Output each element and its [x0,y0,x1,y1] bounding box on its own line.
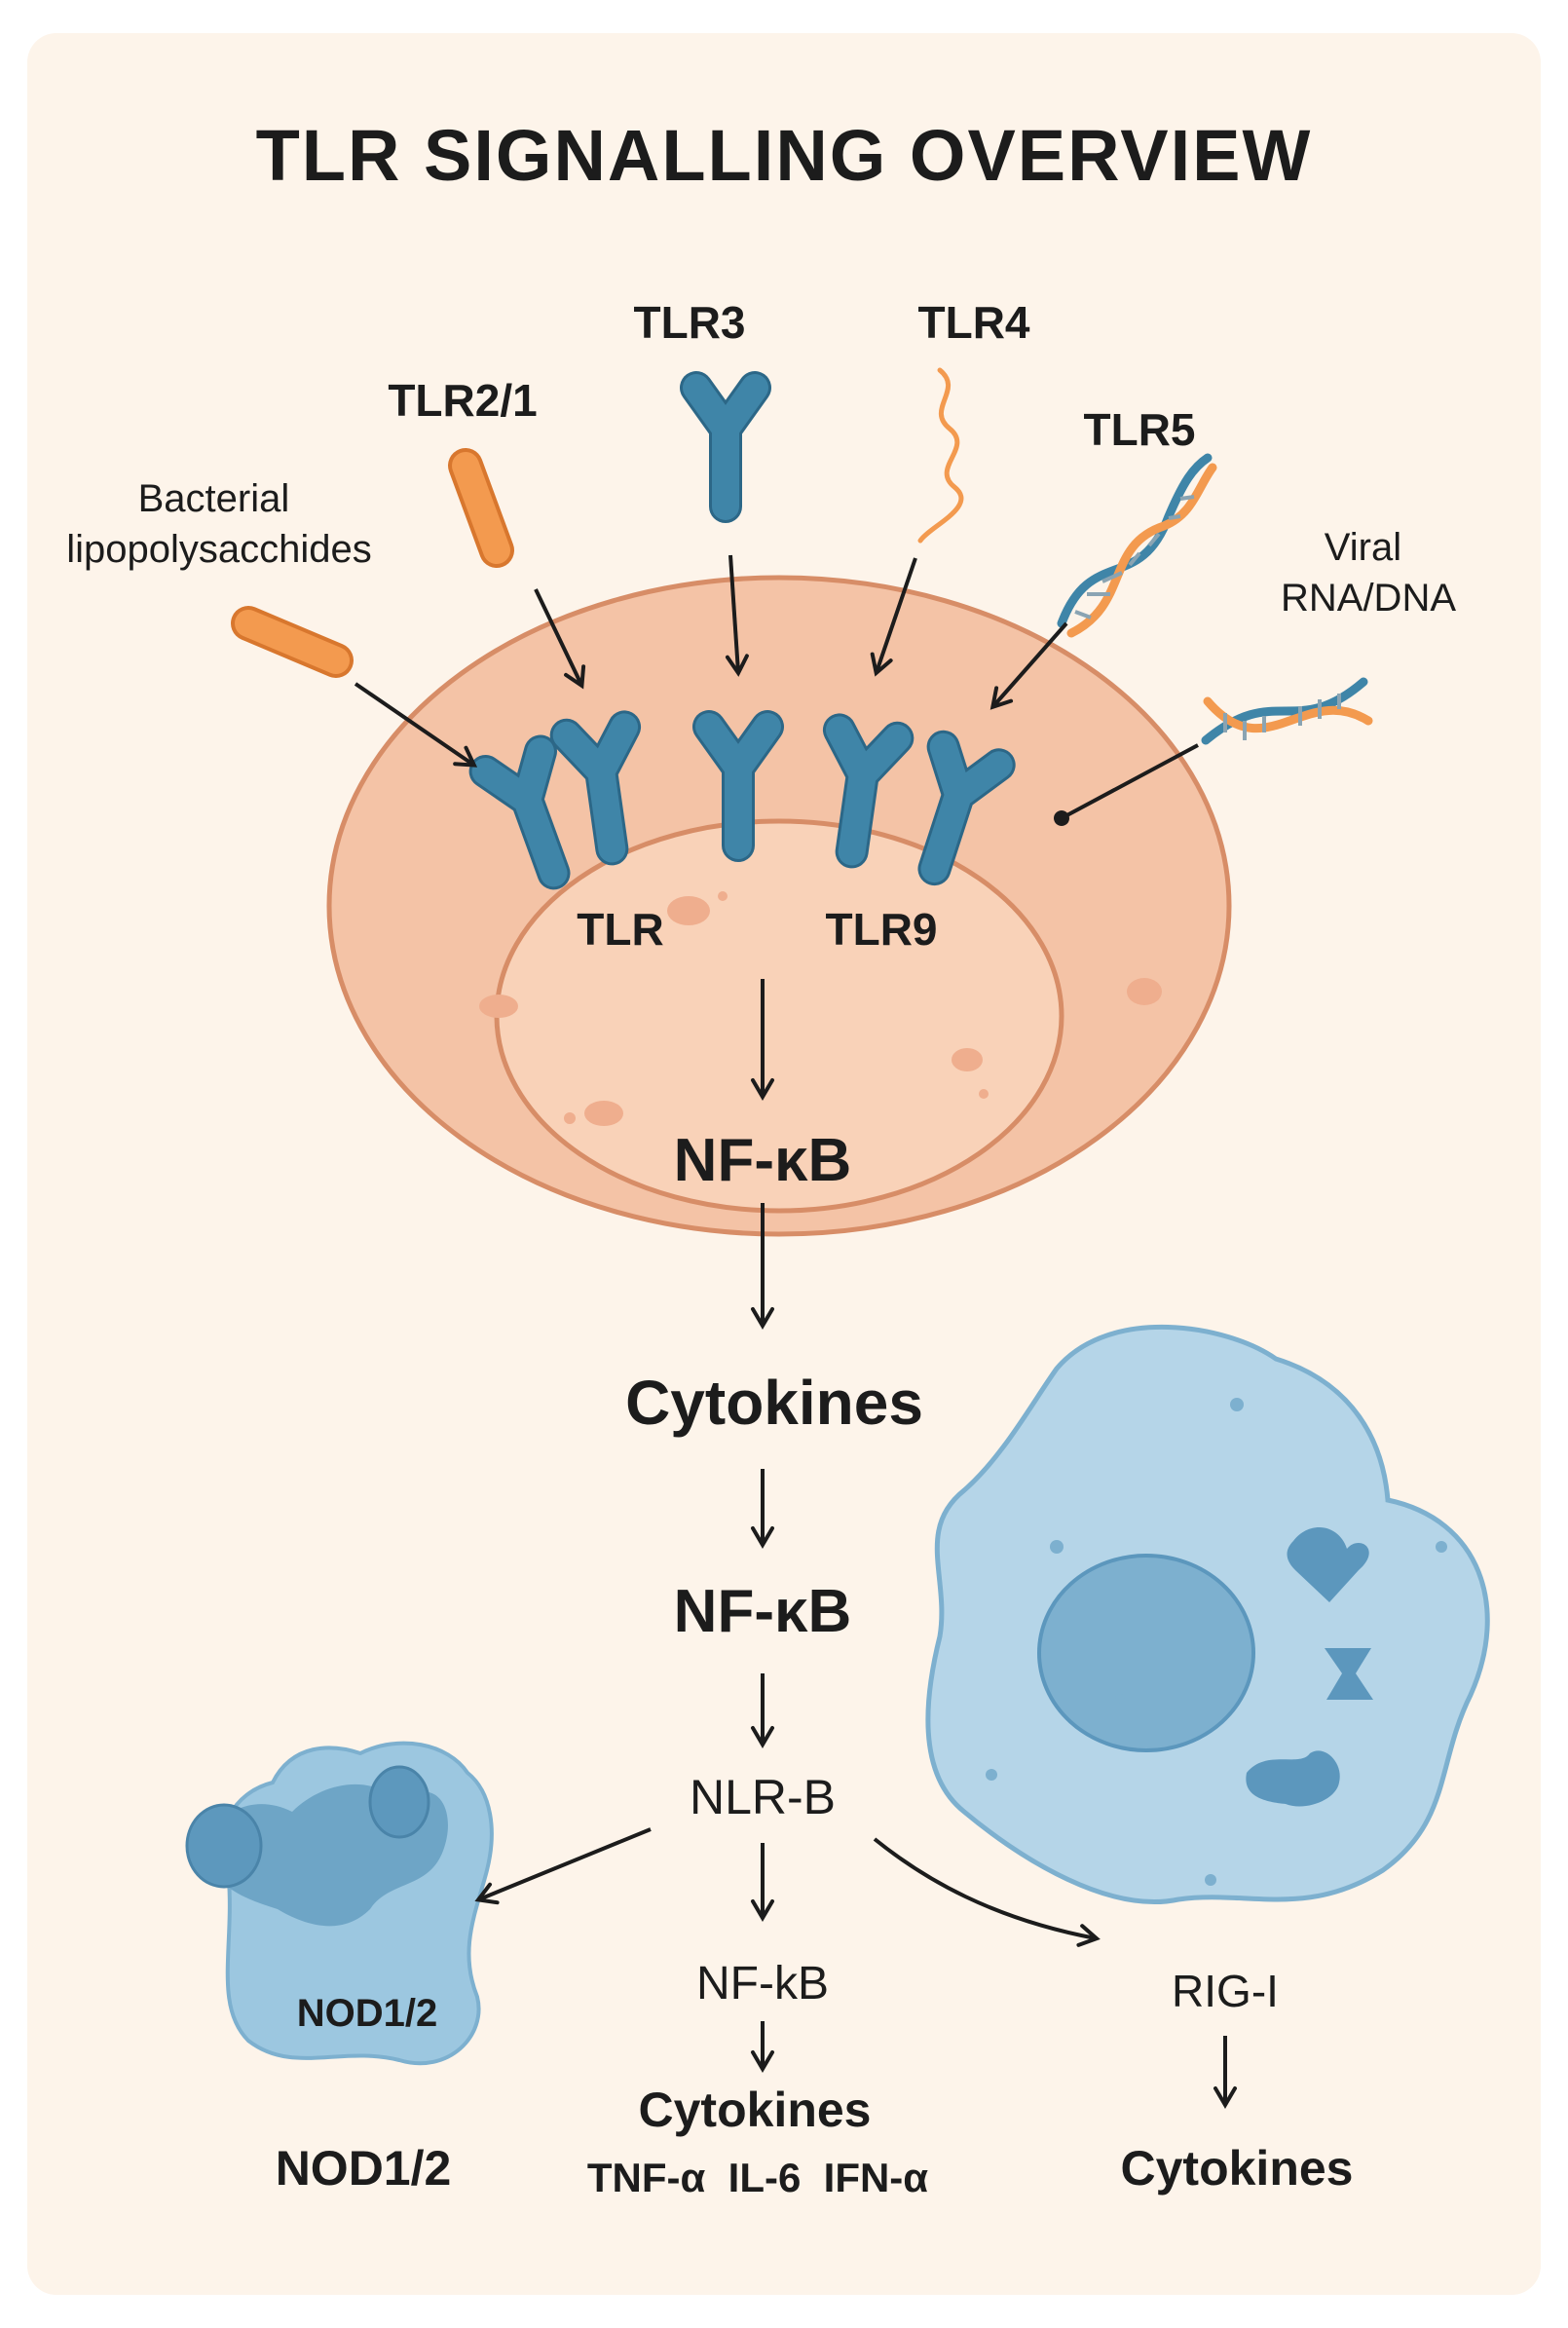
label-cytokines-1: Cytokines [625,1368,923,1438]
label-viral-line1: Viral [1325,526,1401,569]
label-cytokines-2: Cytokines [639,2083,872,2137]
arrow-nlrb-to-nod [474,1827,652,1905]
label-tlr5: TLR5 [1084,404,1196,455]
arrow-tlr2-to-receptor [534,588,586,690]
label-viral-line2: RNA/DNA [1281,577,1456,620]
nod-protein-lobe-left [185,1803,263,1889]
label-nlr-b: NLR-B [690,1770,836,1824]
bacterium-lps [231,606,354,678]
immune-cell [925,1324,1490,1904]
label-cytokines-3: Cytokines [1121,2141,1354,2196]
label-nod-inner: NOD1/2 [297,1992,438,2035]
ligand-arrows [354,554,1199,826]
label-nfkb-3: NF-kB [696,1958,829,2009]
arrow-lps-to-tlr [354,682,478,768]
lps-squiggle [917,367,964,544]
arrow-tlr4-to-receptor [870,557,917,677]
label-bacterial-line2: lipopolysacchides [66,528,372,571]
label-tlr9: TLR9 [826,904,938,955]
label-bacterial-line1: Bacterial [138,477,290,520]
label-rig-i: RIG-I [1172,1966,1279,2016]
immune-cell-spots [986,1398,1447,1886]
label-tlr4: TLR4 [918,297,1030,348]
label-nod-outer: NOD1/2 [276,2141,452,2196]
label-viral: Viral RNA/DNA [1281,526,1456,620]
label-bacterial-lps: Bacterial lipopolysacchides [66,477,372,571]
label-tlr3: TLR3 [634,297,746,348]
connector-viral-to-cell [1054,743,1199,826]
nucleus-spots [479,891,1162,1126]
label-nfkb-nucleus: NF-κB [674,1127,852,1194]
label-tlr2-1: TLR2/1 [388,375,537,426]
arrow-nlrb-to-rig [873,1837,1101,1947]
arrow-tlr5-to-receptor [989,621,1068,710]
granule-heart [1287,1527,1369,1602]
granule-bowtie [1325,1648,1373,1700]
arrow-tlr3-to-receptor [725,554,749,677]
label-nfkb-2: NF-κB [674,1578,852,1645]
bacterium-tlr2-1 [448,448,514,568]
diagram-title: TLR SIGNALLING OVERVIEW [256,115,1313,196]
immune-cell-nucleus [1037,1554,1255,1752]
label-cytokine-list: TNF-α IL-6 IFN-α [587,2155,928,2200]
dna-helix-viral [1201,677,1373,745]
dna-helix-tlr5 [1057,453,1217,638]
nod-protein-lobe-right [368,1765,430,1839]
granule-blob [1246,1750,1340,1807]
nod-protein [185,1741,494,2066]
label-tlr: TLR [577,904,663,955]
